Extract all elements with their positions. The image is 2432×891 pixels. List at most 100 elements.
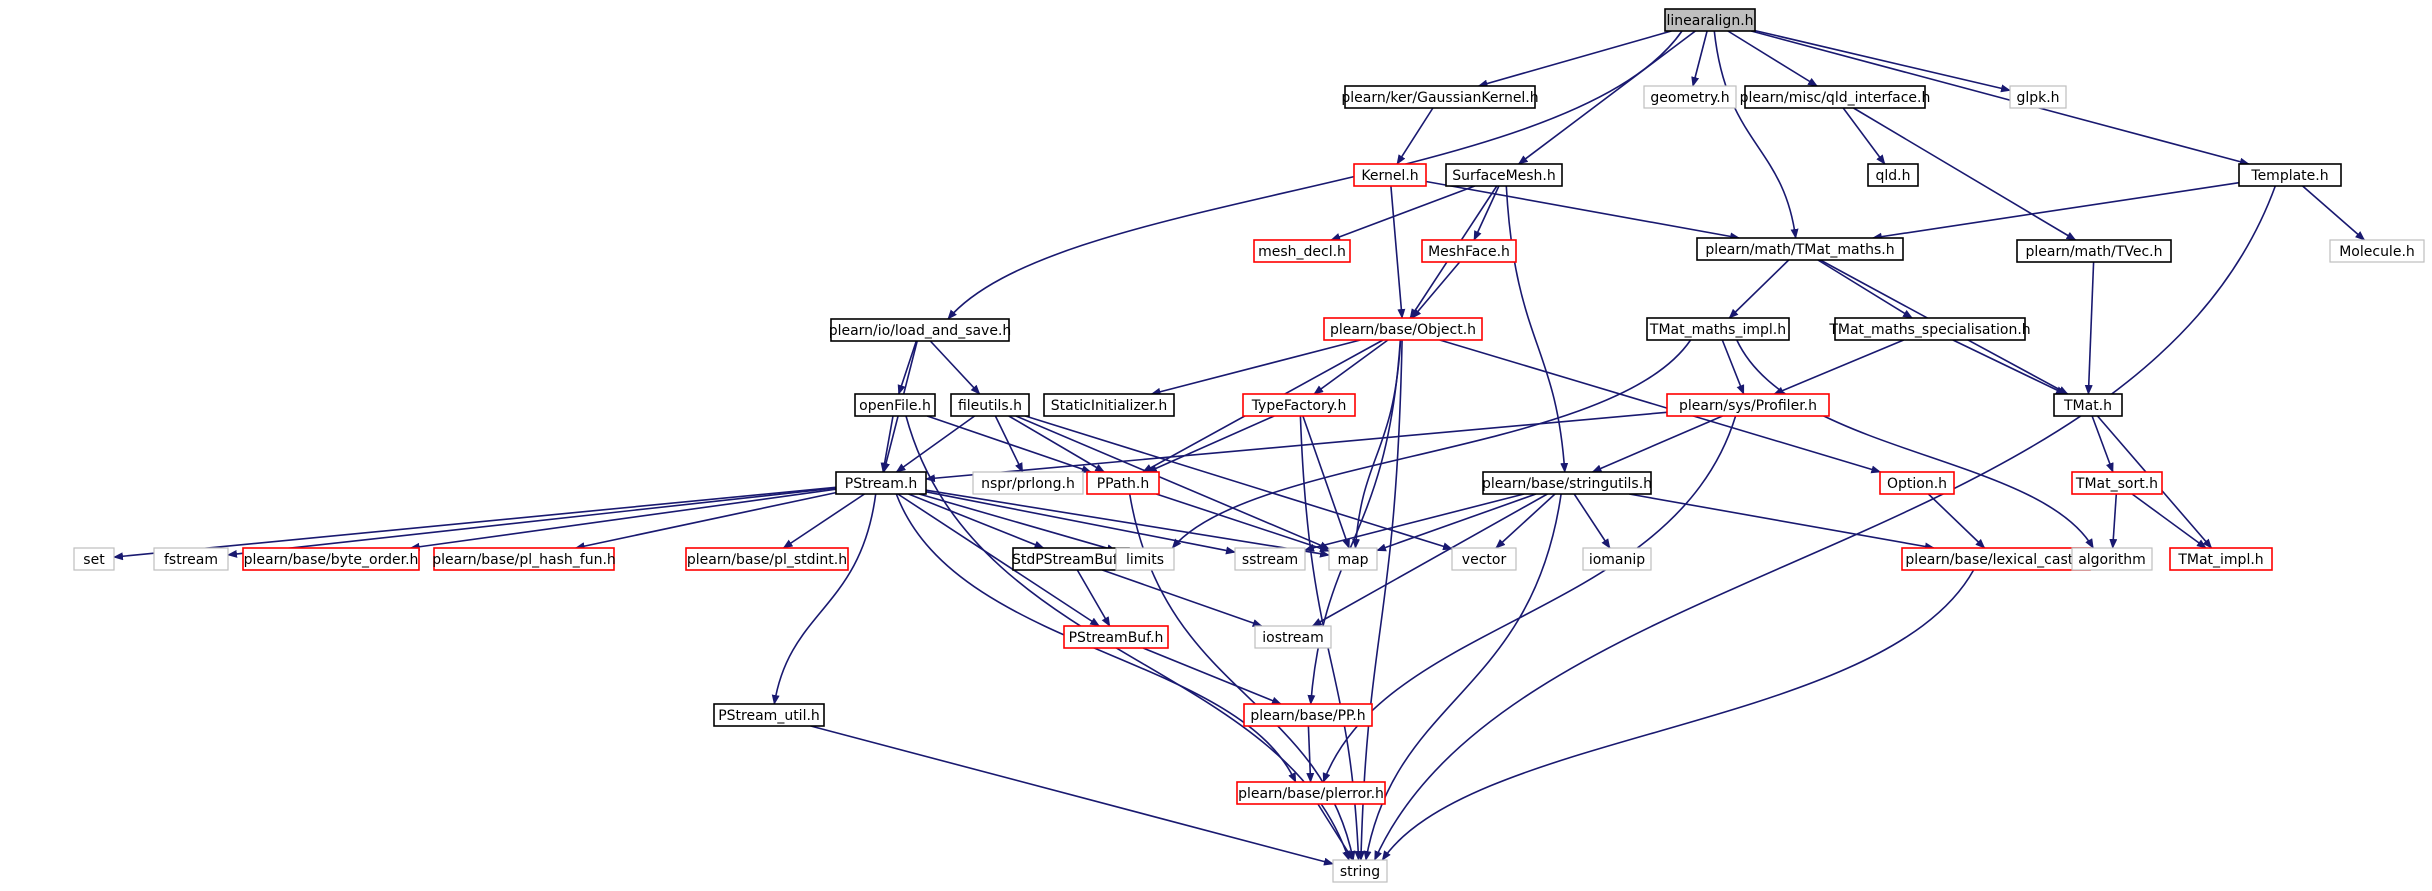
node-kernel[interactable]: Kernel.h xyxy=(1353,163,1427,187)
node-sstream[interactable]: sstream xyxy=(1234,547,1306,571)
node-mesh-decl[interactable]: mesh_decl.h xyxy=(1253,239,1351,263)
node-label-pp: plearn/base/PP.h xyxy=(1250,708,1365,724)
node-limits[interactable]: limits xyxy=(1115,547,1175,571)
node-box-set xyxy=(73,547,115,571)
node-box-algorithm xyxy=(2071,547,2153,571)
node-label-fstream: fstream xyxy=(164,552,218,568)
node-box-qld-interface xyxy=(1744,85,1926,109)
node-string[interactable]: string xyxy=(1332,859,1388,883)
node-label-tmat-impl: TMat_impl.h xyxy=(2177,552,2263,568)
node-stdpstreambuf[interactable]: StdPStreamBuf.h xyxy=(1012,547,1130,571)
edge-Profiler-to-stringutils xyxy=(1591,415,1723,473)
node-object[interactable]: plearn/base/Object.h xyxy=(1323,317,1483,341)
node-tmat-impl[interactable]: TMat_impl.h xyxy=(2169,547,2273,571)
node-geometry[interactable]: geometry.h xyxy=(1643,85,1737,109)
node-label-molecule: Molecule.h xyxy=(2339,244,2415,260)
node-surfacemesh[interactable]: SurfaceMesh.h xyxy=(1445,163,1563,187)
node-pstream-util[interactable]: PStream_util.h xyxy=(713,703,825,727)
node-openfile[interactable]: openFile.h xyxy=(854,393,936,417)
node-pp[interactable]: plearn/base/PP.h xyxy=(1243,703,1373,727)
node-box-load-and-save xyxy=(830,318,1010,342)
node-label-glpk: glpk.h xyxy=(2016,90,2059,106)
node-box-object xyxy=(1323,317,1483,341)
node-pl-stdint[interactable]: plearn/base/pl_stdint.h xyxy=(685,547,849,571)
node-algorithm[interactable]: algorithm xyxy=(2071,547,2153,571)
node-tmat-maths-spec[interactable]: TMat_maths_specialisation.h xyxy=(1828,317,2031,341)
node-pstream[interactable]: PStream.h xyxy=(835,471,927,495)
node-qld[interactable]: qld.h xyxy=(1867,163,1919,187)
edge-TypeFactory-to-map xyxy=(1302,415,1350,549)
edge-load_and_save-to-fileutils xyxy=(929,340,981,395)
node-molecule[interactable]: Molecule.h xyxy=(2329,239,2425,263)
edge-StdPStreamBuf-to-PStreamBuf xyxy=(1076,569,1111,627)
node-label-mesh-decl: mesh_decl.h xyxy=(1258,244,1346,260)
node-profiler[interactable]: plearn/sys/Profiler.h xyxy=(1666,393,1830,417)
node-box-iomanip xyxy=(1582,547,1652,571)
node-tvec[interactable]: plearn/math/TVec.h xyxy=(2016,239,2172,263)
node-box-tmat-maths-impl xyxy=(1646,317,1790,341)
node-map[interactable]: map xyxy=(1328,547,1378,571)
node-stringutils[interactable]: plearn/base/stringutils.h xyxy=(1482,471,1652,495)
node-vector[interactable]: vector xyxy=(1451,547,1517,571)
edge-TypeFactory-to-PPath xyxy=(1146,415,1275,473)
edge-TMat_maths-to-TMat_maths_spec xyxy=(1817,259,1913,319)
node-fileutils[interactable]: fileutils.h xyxy=(950,393,1030,417)
node-tmat-sort[interactable]: TMat_sort.h xyxy=(2071,471,2163,495)
node-label-string: string xyxy=(1340,864,1380,880)
node-box-option xyxy=(1879,471,1955,495)
node-typefactory[interactable]: TypeFactory.h xyxy=(1242,393,1356,417)
node-box-fileutils xyxy=(950,393,1030,417)
node-iostream[interactable]: iostream xyxy=(1254,625,1332,649)
node-box-stringutils xyxy=(1482,471,1652,495)
node-box-surfacemesh xyxy=(1445,163,1563,187)
node-pstreambuf[interactable]: PStreamBuf.h xyxy=(1063,625,1169,649)
node-box-byte-order xyxy=(242,547,420,571)
node-label-pstream-util: PStream_util.h xyxy=(718,708,820,724)
node-label-tmat-maths-impl: TMat_maths_impl.h xyxy=(1649,322,1786,338)
node-byte-order[interactable]: plearn/base/byte_order.h xyxy=(242,547,420,571)
edge-qld_interface-to-TVec xyxy=(1853,107,2077,241)
node-box-tmat-sort xyxy=(2071,471,2163,495)
node-box-tvec xyxy=(2016,239,2172,263)
edge-PP-to-plerror xyxy=(1306,725,1315,783)
node-box-plerror xyxy=(1236,781,1386,805)
edge-TMat_maths_impl-to-Profiler xyxy=(1721,339,1745,395)
node-gaussiankernel[interactable]: plearn/ker/GaussianKernel.h xyxy=(1341,85,1539,109)
node-fstream[interactable]: fstream xyxy=(153,547,229,571)
node-glpk[interactable]: glpk.h xyxy=(2009,85,2067,109)
edge-SurfaceMesh-to-MeshFace xyxy=(1473,185,1500,241)
node-plerror[interactable]: plearn/base/plerror.h xyxy=(1236,781,1386,805)
edge-stringutils-to-lexical_cast xyxy=(1628,493,1935,551)
edge-Template-to-TMat_maths xyxy=(1871,181,2240,241)
node-tmat-maths[interactable]: plearn/math/TMat_maths.h xyxy=(1696,237,1904,261)
node-nspr-prlong[interactable]: nspr/prlong.h xyxy=(972,471,1084,495)
edge-TMat_maths-to-TMat_maths_impl xyxy=(1728,259,1790,319)
node-lexical-cast[interactable]: plearn/base/lexical_cast.h xyxy=(1901,547,2091,571)
node-iomanip[interactable]: iomanip xyxy=(1582,547,1652,571)
node-box-mesh-decl xyxy=(1253,239,1351,263)
node-set[interactable]: set xyxy=(73,547,115,571)
node-linearalign[interactable]: linearalign.h xyxy=(1664,8,1756,32)
node-meshface[interactable]: MeshFace.h xyxy=(1421,239,1517,263)
node-box-typefactory xyxy=(1242,393,1356,417)
node-tmat-maths-impl[interactable]: TMat_maths_impl.h xyxy=(1646,317,1790,341)
node-box-tmat-maths xyxy=(1696,237,1904,261)
node-tmat[interactable]: TMat.h xyxy=(2053,393,2123,417)
node-box-gaussiankernel xyxy=(1344,85,1536,109)
node-template[interactable]: Template.h xyxy=(2238,163,2342,187)
node-label-plerror: plearn/base/plerror.h xyxy=(1238,786,1384,802)
node-qld-interface[interactable]: plearn/misc/qld_interface.h xyxy=(1740,85,1931,109)
node-option[interactable]: Option.h xyxy=(1879,471,1955,495)
header-nodes: linearalign.hplearn/io/load_and_save.hpl… xyxy=(73,8,2425,883)
edge-plerror-to-string xyxy=(1317,803,1354,861)
node-pl-hash-fun[interactable]: plearn/base/pl_hash_fun.h xyxy=(432,547,616,571)
node-staticinitializer[interactable]: StaticInitializer.h xyxy=(1043,393,1175,417)
node-ppath[interactable]: PPath.h xyxy=(1086,471,1160,495)
edge-qld_interface-to-qld xyxy=(1842,107,1886,165)
node-load-and-save[interactable]: plearn/io/load_and_save.h xyxy=(829,318,1012,342)
edge-TMat_sort-to-TMat_impl xyxy=(2131,493,2207,549)
node-label-template: Template.h xyxy=(2250,168,2328,184)
edge-PStream-to-byte_order xyxy=(409,488,837,551)
node-box-openfile xyxy=(854,393,936,417)
